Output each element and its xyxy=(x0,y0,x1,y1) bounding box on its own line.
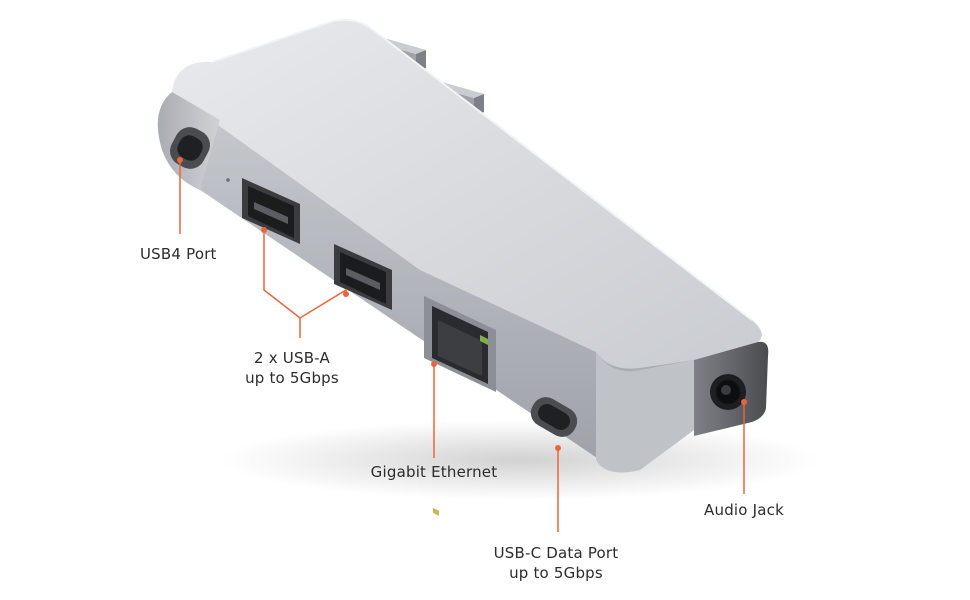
usb-a-port-1 xyxy=(242,178,300,244)
hub-right-bevel xyxy=(596,352,694,473)
label-gigabit-ethernet: Gigabit Ethernet xyxy=(370,463,498,481)
hub-front-face xyxy=(165,92,695,468)
hub-top-face xyxy=(172,19,762,369)
floor-shadow xyxy=(220,420,820,500)
usb-a-port-2 xyxy=(334,244,392,310)
callout-dots xyxy=(177,157,747,451)
status-led xyxy=(226,178,230,182)
label-audio-jack: Audio Jack xyxy=(704,501,784,519)
label-usb-a: 2 x USB-A up to 5Gbps xyxy=(245,349,339,387)
label-usb-c-data-port: USB-C Data Port up to 5Gbps xyxy=(493,544,619,582)
usb-c-data-port xyxy=(530,397,578,437)
ethernet-port xyxy=(424,296,496,516)
label-usb4-port: USB4 Port xyxy=(140,245,217,263)
audio-jack xyxy=(710,374,746,410)
